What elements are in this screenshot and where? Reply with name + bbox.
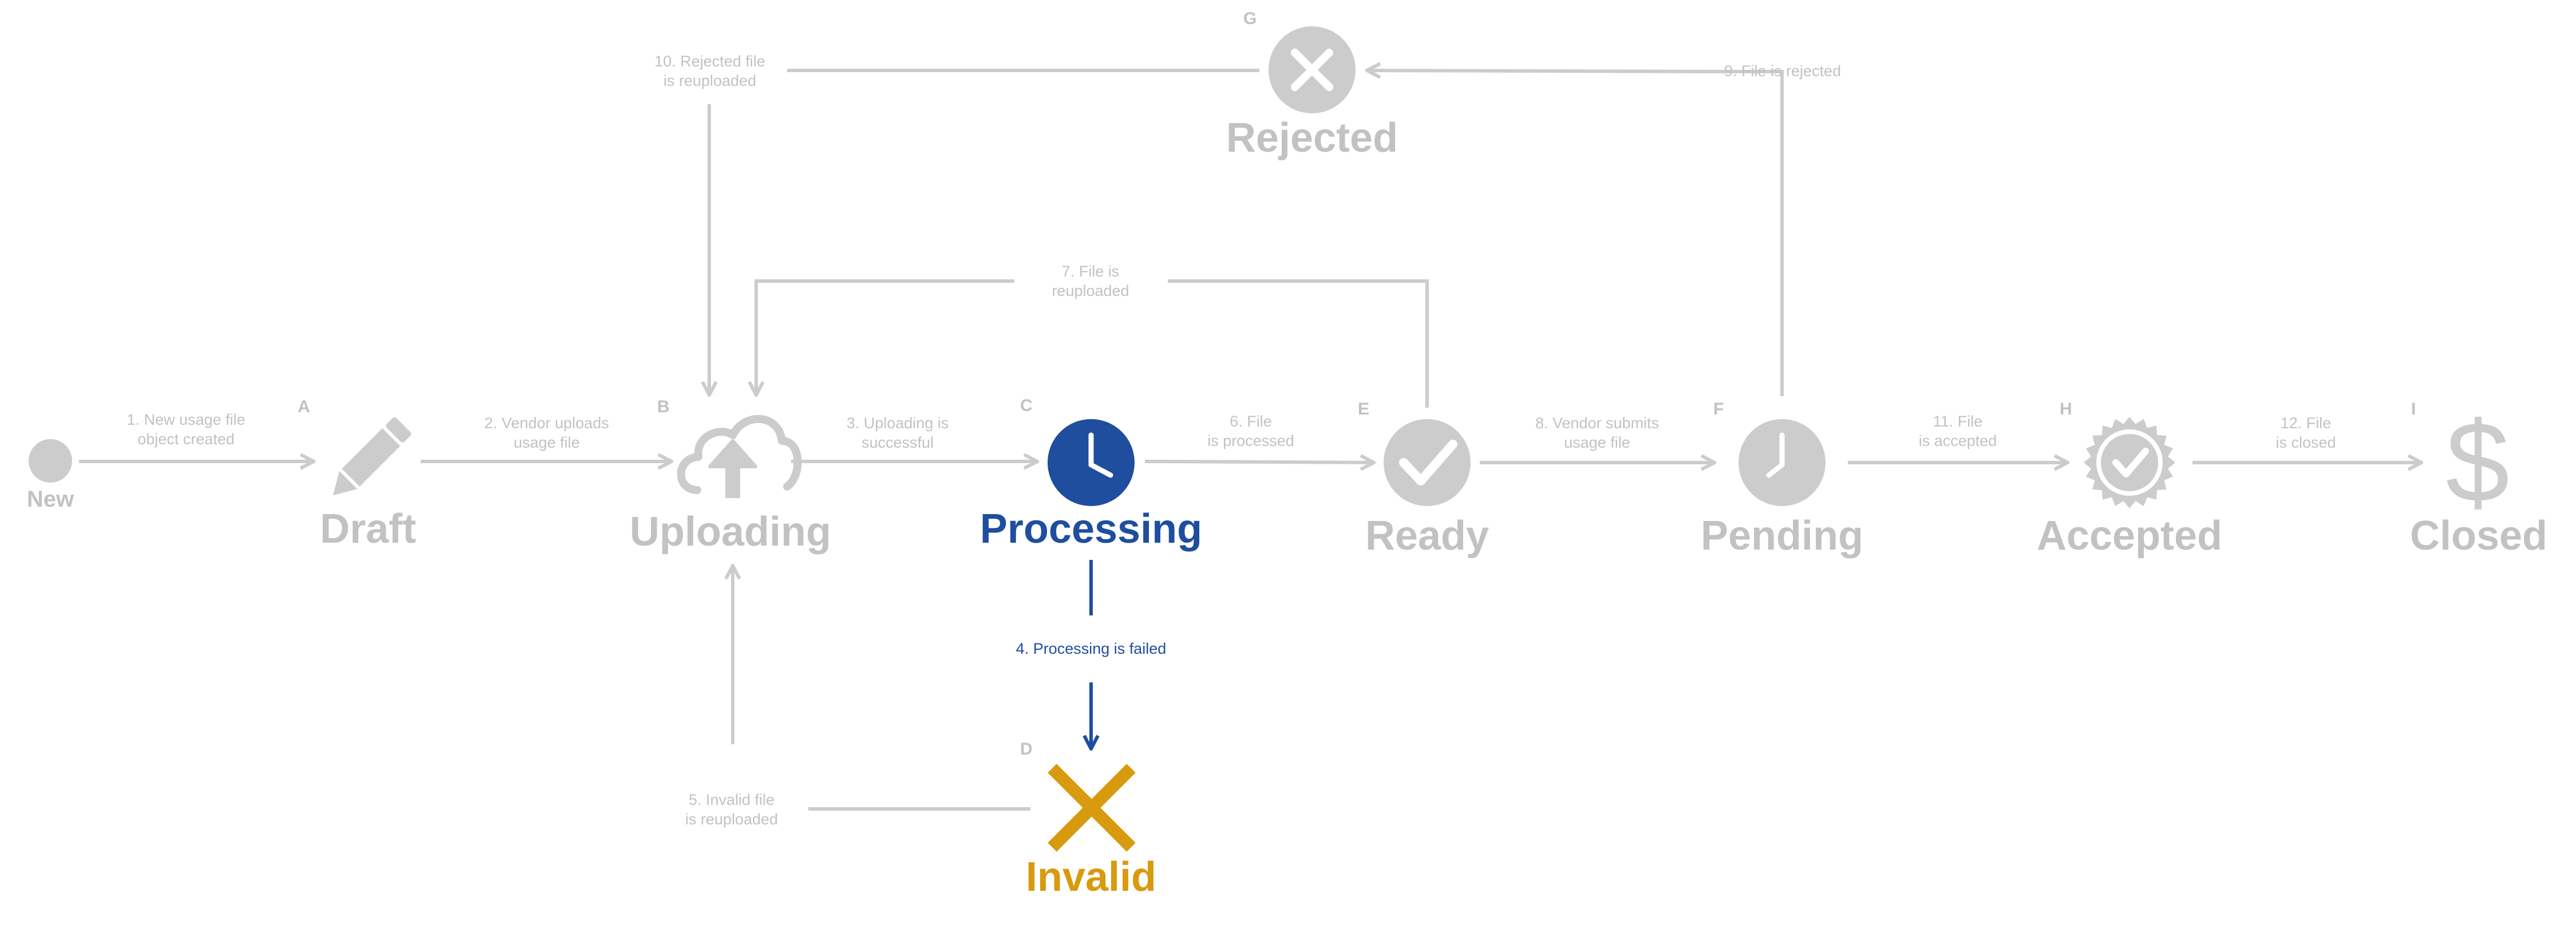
state-ready: Ready xyxy=(1365,419,1489,559)
cloud-upload-icon xyxy=(677,414,802,498)
dollar-icon: $ xyxy=(2445,398,2509,526)
letter-accepted: H xyxy=(2060,400,2072,418)
connectors xyxy=(79,70,2421,811)
state-pending-title: Pending xyxy=(1701,513,1863,559)
state-closed-title: Closed xyxy=(2410,513,2547,559)
letter-closed: I xyxy=(2411,400,2416,418)
state-processing: Processing xyxy=(980,419,1202,552)
edge-processing-ready xyxy=(1144,461,1374,463)
state-closed: $ Closed xyxy=(2410,398,2547,559)
state-ready-title: Ready xyxy=(1365,513,1489,559)
clock-icon xyxy=(1048,419,1135,506)
letter-rejected: G xyxy=(1243,9,1257,28)
letter-draft: A xyxy=(298,397,310,416)
letter-ready: E xyxy=(1358,400,1369,418)
pencil-icon xyxy=(333,417,412,496)
state-processing-title: Processing xyxy=(980,506,1202,552)
edge-pending-rejected-arrow xyxy=(1367,70,1709,72)
state-invalid-title: Invalid xyxy=(1026,854,1156,900)
edge-ready-uploading-arrow xyxy=(756,279,1014,395)
badge-check-icon xyxy=(2084,417,2175,508)
state-accepted-title: Accepted xyxy=(2037,513,2222,559)
edge-pending-rejected xyxy=(1709,70,1784,396)
letter-processing: C xyxy=(1020,396,1033,415)
letter-invalid: D xyxy=(1020,740,1033,759)
state-invalid: Invalid xyxy=(1026,764,1156,900)
letter-uploading: B xyxy=(657,397,670,416)
dot-icon xyxy=(29,439,72,483)
state-rejected-title: Rejected xyxy=(1226,115,1398,161)
x-circle-icon xyxy=(1269,26,1356,113)
letter-pending: F xyxy=(1713,400,1724,418)
state-accepted: Accepted xyxy=(2037,417,2222,559)
label-t4: 4. Processing is failed xyxy=(1016,640,1167,657)
edge-ready-uploading xyxy=(1168,279,1429,408)
label-t9: 9. File is rejected xyxy=(1724,62,1841,80)
x-icon xyxy=(1048,764,1136,852)
check-circle-icon xyxy=(1384,419,1471,506)
state-letters: A B C D E F G H I xyxy=(298,9,2416,759)
state-uploading: Uploading xyxy=(630,414,831,555)
state-new: New xyxy=(27,439,74,512)
clock-icon xyxy=(1739,419,1826,506)
state-new-title: New xyxy=(27,487,74,512)
state-uploading-title: Uploading xyxy=(630,509,831,555)
state-rejected: Rejected xyxy=(1226,26,1398,161)
state-draft-title: Draft xyxy=(320,506,416,552)
state-draft: Draft xyxy=(320,417,416,552)
state-pending: Pending xyxy=(1701,419,1863,559)
